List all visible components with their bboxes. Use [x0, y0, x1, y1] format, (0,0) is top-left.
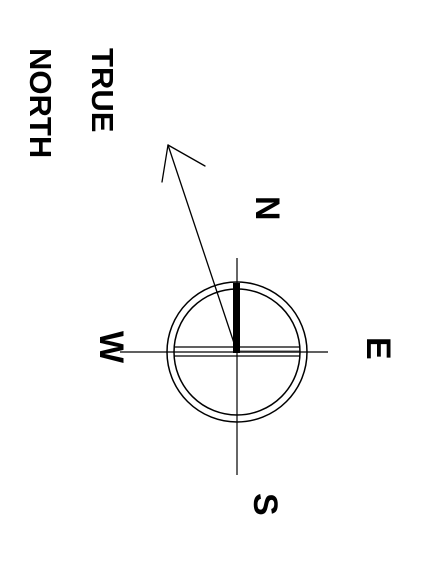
true-north-arrow-head-right — [167, 144, 206, 167]
compass-outer-ring — [166, 281, 308, 423]
compass-rose — [120, 258, 328, 475]
north-needle — [233, 283, 240, 353]
true-north-line2: NORTH — [23, 48, 58, 158]
true-north-arrow-shaft — [167, 144, 238, 353]
west-label: W — [92, 331, 130, 364]
east-label: E — [359, 337, 397, 360]
north-label: N — [248, 196, 286, 221]
true-north-arrow-head-left — [161, 144, 169, 183]
true-north-label: TRUE NORTH — [23, 48, 120, 158]
true-north-arrow — [161, 144, 238, 353]
south-label: S — [246, 493, 284, 516]
true-north-line1: TRUE — [85, 48, 120, 132]
